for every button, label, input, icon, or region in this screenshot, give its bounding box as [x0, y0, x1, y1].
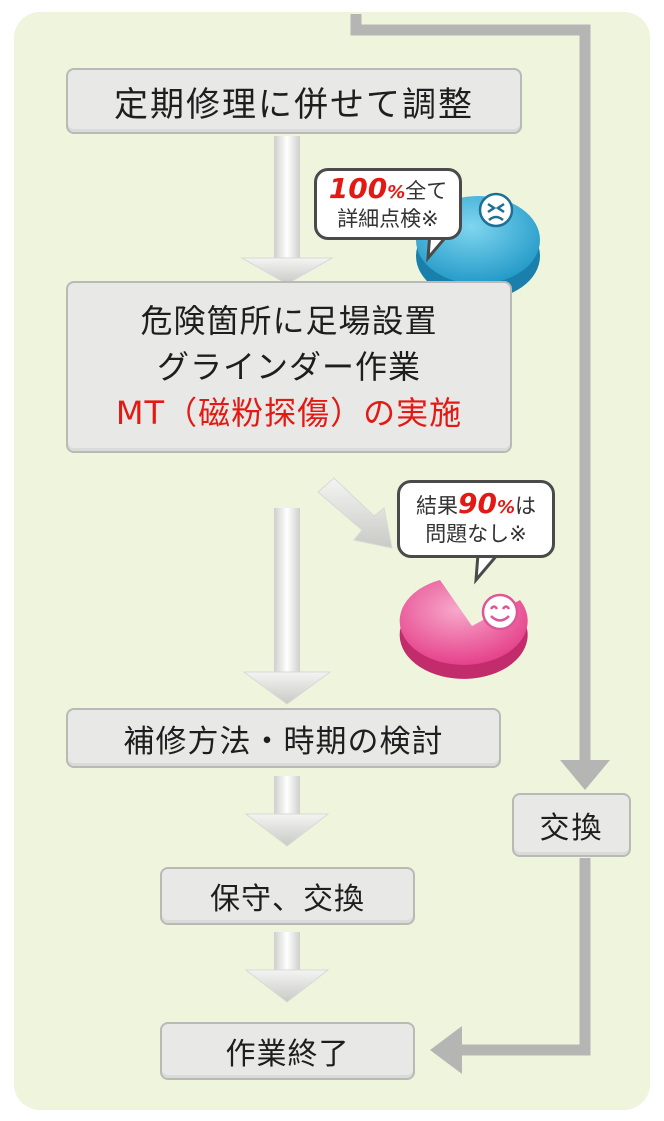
- step-inspection-work: 危険箇所に足場設置 グラインダー作業 MT（磁粉探傷）の実施: [66, 281, 512, 453]
- arrow-step2-to-step3: [242, 508, 332, 705]
- exchange-path: [350, 14, 610, 1074]
- result-prefix: 結果: [415, 494, 458, 518]
- arrow-step4-to-step5: [244, 932, 330, 1003]
- arrow-to-result: [317, 477, 393, 549]
- bubble-result: 結果90%は 問題なし※: [397, 480, 555, 558]
- step-replace: 交換: [512, 793, 631, 857]
- step-replace-label: 交換: [539, 811, 604, 846]
- arrow-step1-to-step2: [240, 136, 334, 285]
- step-maintenance-replace-label: 保守、交換: [210, 882, 365, 917]
- step-repair-review: 補修方法・時期の検討: [66, 708, 501, 768]
- result-line2: 問題なし※: [425, 522, 527, 546]
- step-mt-label: MT（磁粉探傷）の実施: [115, 394, 463, 432]
- step-maintenance-replace: 保守、交換: [160, 867, 415, 925]
- inspect-percent-sign: %: [387, 182, 406, 203]
- result-percent-sign: %: [496, 497, 515, 518]
- step-repair-review-label: 補修方法・時期の検討: [123, 723, 444, 760]
- result-pie: [399, 580, 528, 679]
- sad-face-icon: [478, 192, 514, 228]
- step-scaffold-label: 危険箇所に足場設置: [140, 302, 438, 340]
- step-grinder-label: グラインダー作業: [156, 348, 421, 386]
- inspect-percent: 100: [328, 172, 388, 205]
- result-suffix: は: [515, 494, 536, 518]
- step-work-end-label: 作業終了: [225, 1037, 350, 1072]
- smile-face-icon: [481, 593, 519, 631]
- result-percent: 90: [457, 487, 497, 520]
- step-adjust-label: 定期修理に併せて調整: [114, 84, 474, 125]
- bubble-full-inspection: 100%全て 詳細点検※: [314, 168, 462, 240]
- step-adjust-with-maintenance: 定期修理に併せて調整: [66, 68, 522, 134]
- arrow-step3-to-step4: [244, 776, 330, 847]
- step-work-end: 作業終了: [160, 1022, 415, 1080]
- inspect-line2: 詳細点検※: [337, 207, 439, 231]
- inspect-line1-rest: 全て: [405, 179, 448, 203]
